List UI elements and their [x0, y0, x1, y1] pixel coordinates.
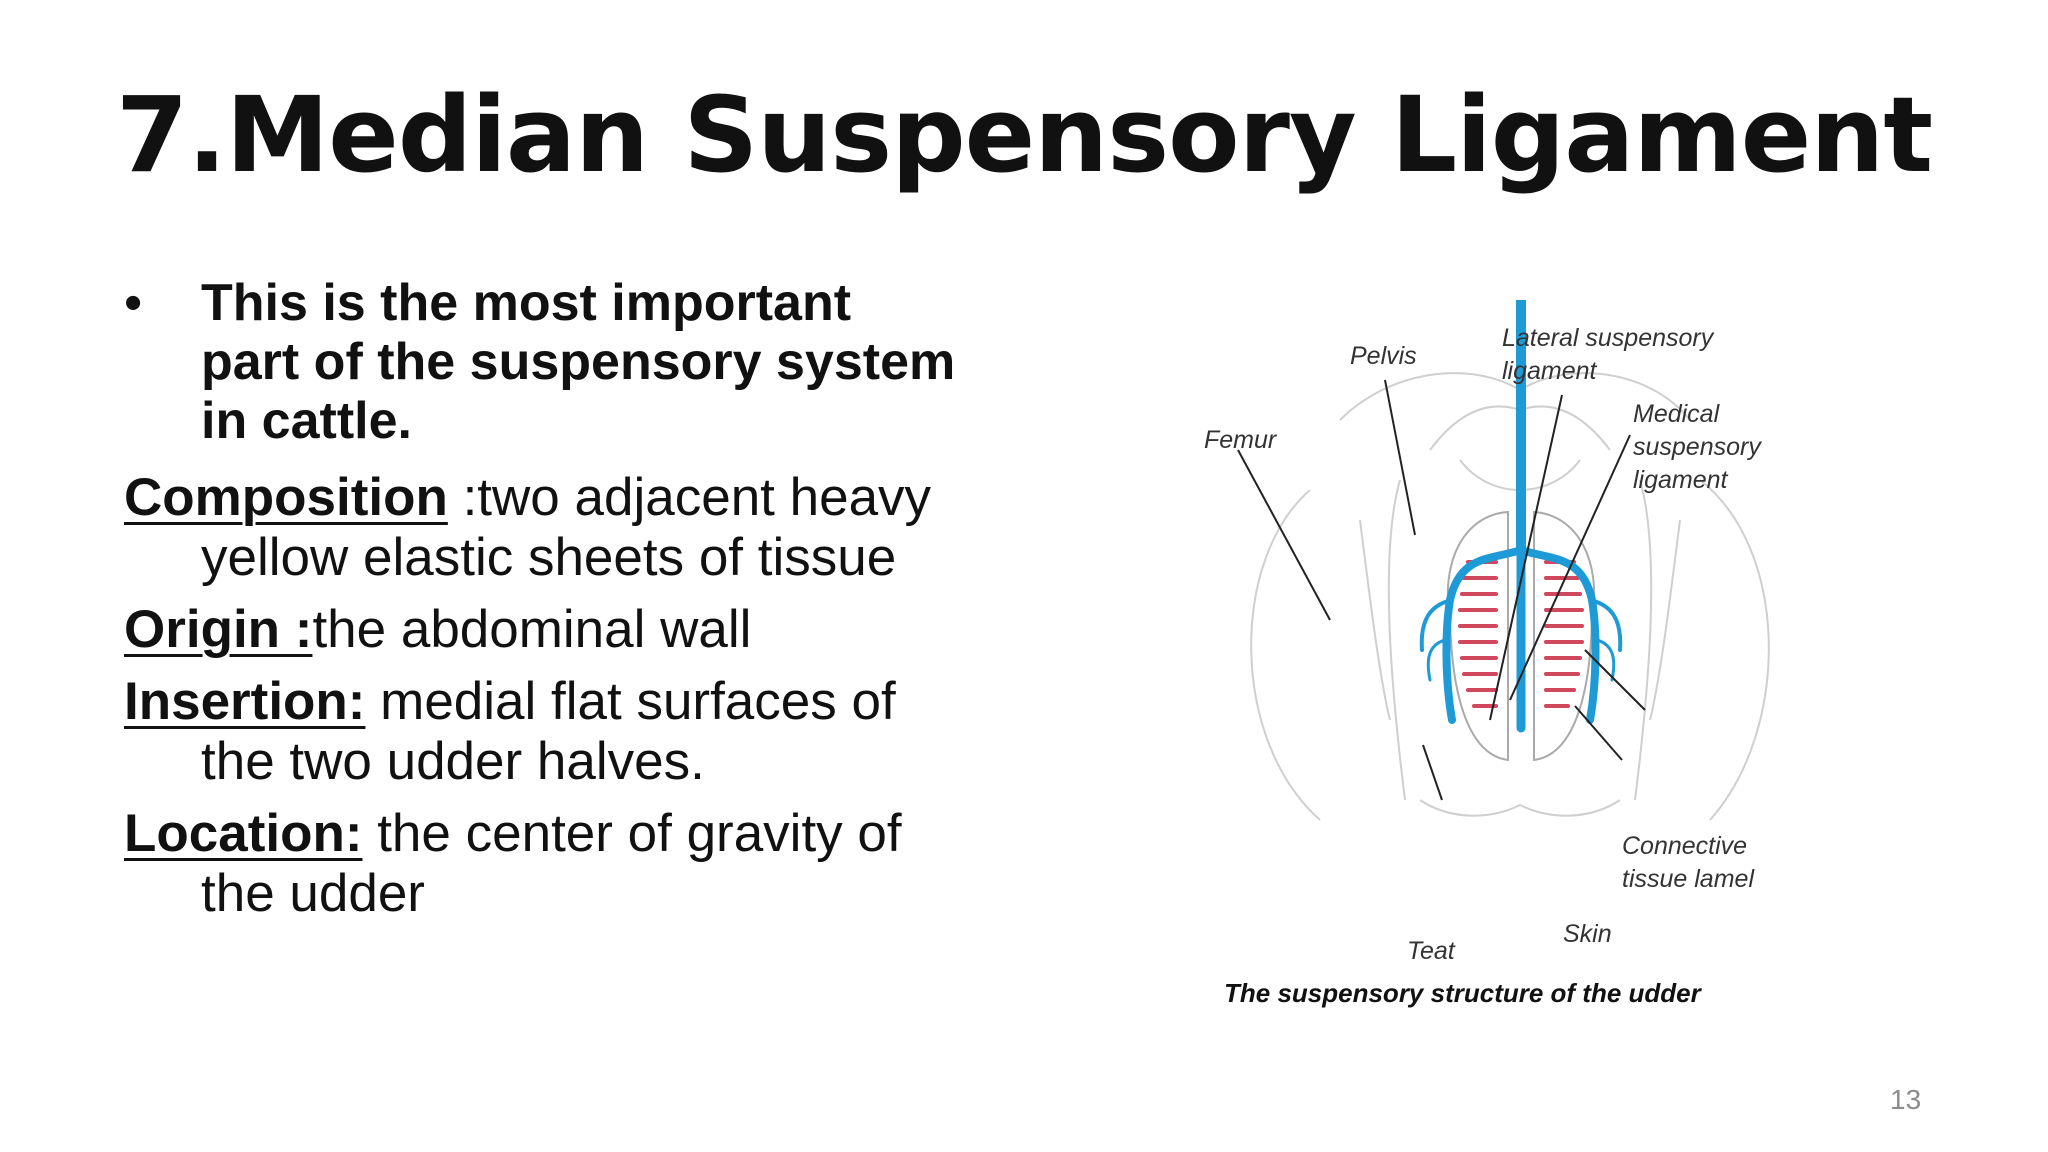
- label-skin: Skin: [1563, 920, 1612, 948]
- bullet-dot: •: [124, 274, 143, 332]
- leader-lines: [1237, 379, 1646, 801]
- insertion-text-1: medial flat surfaces of: [365, 671, 896, 731]
- label-medical-line-2: suspensory: [1633, 433, 1761, 461]
- origin-term: Origin :: [124, 600, 313, 659]
- label-pelvis: Pelvis: [1350, 342, 1417, 370]
- location-paragraph: Location: the center of gravity of the u…: [124, 804, 1004, 924]
- insertion-paragraph: Insertion: medial flat surfaces of the t…: [124, 672, 1004, 792]
- udder-diagram: Pelvis Lateral suspensory ligament Medic…: [1190, 300, 1840, 893]
- composition-text-2: yellow elastic sheets of tissue: [201, 528, 897, 588]
- composition-term: Composition: [124, 468, 448, 528]
- label-connective-line-2: tissue lamel: [1622, 865, 1754, 893]
- origin-paragraph: Origin :the abdominal wall: [124, 600, 1004, 660]
- location-text-1: the center of gravity of: [362, 803, 902, 863]
- suspensory-ligaments: [1419, 300, 1623, 733]
- udder-drawing: [1237, 300, 1770, 821]
- label-lateral-line-1: Lateral suspensory: [1502, 324, 1714, 352]
- label-connective-line-1: Connective: [1622, 832, 1748, 860]
- label-connective-tissue-lamel: Connective tissue lamel: [1622, 830, 1754, 896]
- bullet-line-2: part of the suspensory system: [201, 332, 956, 391]
- location-text-2: the udder: [201, 863, 425, 923]
- label-medical-line-3: ligament: [1633, 466, 1728, 494]
- composition-paragraph: Composition :two adjacent heavy yellow e…: [124, 468, 1004, 588]
- figure-caption: The suspensory structure of the udder: [1224, 978, 1701, 1008]
- location-term: Location:: [124, 803, 363, 863]
- label-lateral-line-2: ligament: [1502, 357, 1597, 385]
- composition-text-1: :two adjacent heavy: [447, 468, 932, 528]
- label-medical-line-1: Medical: [1633, 400, 1720, 428]
- insertion-text-2: the two udder halves.: [201, 731, 705, 791]
- origin-text: the abdominal wall: [312, 600, 752, 659]
- label-medical-suspensory-ligament: Medical suspensory ligament: [1633, 398, 1761, 497]
- bullet-point: • This is the most important part of the…: [124, 274, 1004, 450]
- bullet-line-3: in cattle.: [201, 391, 412, 450]
- slide-title: 7.Median Suspensory Ligament: [115, 74, 1933, 196]
- slide-body: • This is the most important part of the…: [124, 274, 1004, 935]
- bullet-line-1: This is the most important: [201, 274, 852, 332]
- label-femur: Femur: [1204, 426, 1277, 454]
- page-number: 13: [1890, 1084, 1922, 1115]
- insertion-term: Insertion:: [124, 671, 366, 731]
- label-teat: Teat: [1407, 937, 1455, 965]
- label-lateral-suspensory-ligament: Lateral suspensory ligament: [1502, 322, 1713, 388]
